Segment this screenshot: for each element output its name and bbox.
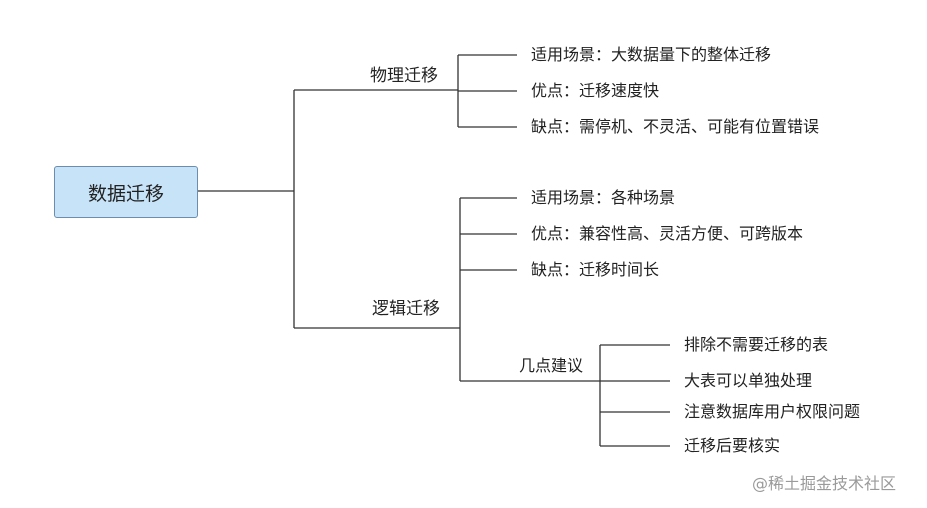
logical-migration-node[interactable]: 逻辑迁移 bbox=[372, 299, 440, 319]
advice-item-2[interactable]: 大表可以单独处理 bbox=[684, 371, 813, 390]
root-node[interactable]: 数据迁移 bbox=[54, 166, 198, 218]
physical-item-cons[interactable]: 缺点：需停机、不灵活、可能有位置错误 bbox=[531, 117, 820, 136]
logical-item-cons[interactable]: 缺点：迁移时间长 bbox=[531, 260, 660, 279]
logical-item-pros[interactable]: 优点：兼容性高、灵活方便、可跨版本 bbox=[531, 224, 804, 243]
root-node-label: 数据迁移 bbox=[87, 182, 164, 205]
advice-item-4[interactable]: 迁移后要核实 bbox=[684, 436, 781, 455]
physical-item-scenario[interactable]: 适用场景：大数据量下的整体迁移 bbox=[531, 45, 772, 64]
physical-item-pros[interactable]: 优点：迁移速度快 bbox=[531, 81, 660, 100]
physical-migration-node[interactable]: 物理迁移 bbox=[370, 66, 438, 86]
advice-item-1[interactable]: 排除不需要迁移的表 bbox=[684, 335, 829, 354]
advice-item-3[interactable]: 注意数据库用户权限问题 bbox=[684, 402, 861, 421]
logical-item-scenario[interactable]: 适用场景：各种场景 bbox=[531, 188, 676, 207]
advice-node[interactable]: 几点建议 bbox=[519, 356, 584, 375]
watermark: @稀土掘金技术社区 bbox=[752, 474, 897, 493]
